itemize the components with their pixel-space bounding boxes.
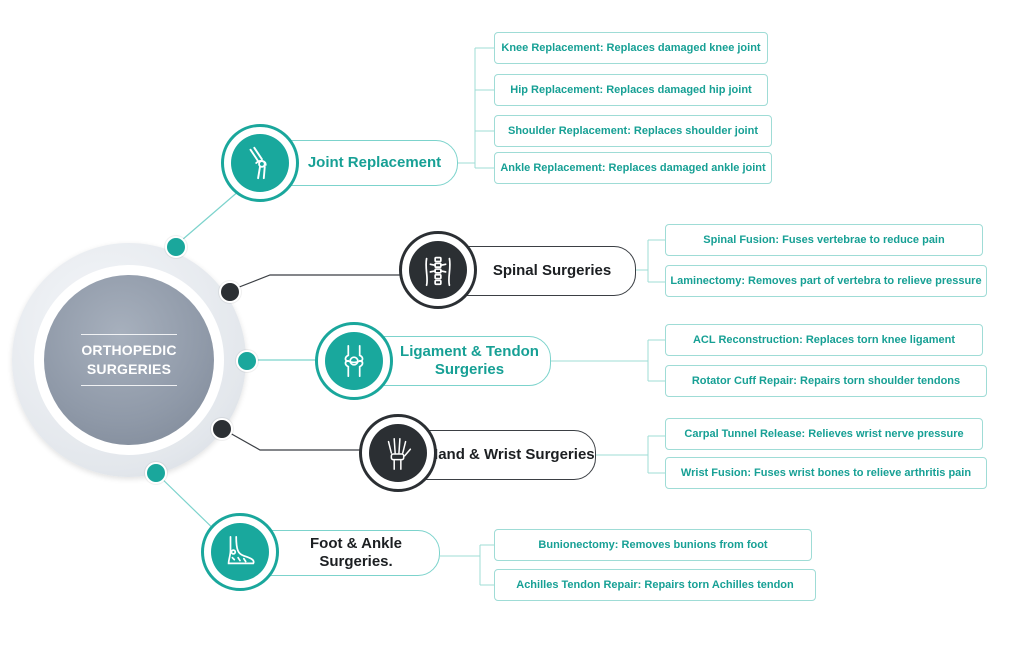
sub-ankle-replacement: Ankle Replacement: Replaces damaged ankl… (494, 152, 772, 184)
hub-core: ORTHOPEDIC SURGERIES (44, 275, 214, 445)
ligament-joint-icon (344, 344, 364, 378)
category-icon-foot (201, 513, 279, 591)
spine-icon (425, 256, 451, 287)
central-hub: ORTHOPEDIC SURGERIES (12, 243, 246, 477)
category-label: Hand & Wrist Surgeries (427, 446, 595, 463)
sub-shoulder-replacement: Shoulder Replacement: Replaces shoulder … (494, 115, 772, 147)
category-icon-ligament (315, 322, 393, 400)
connector-dot-joint (165, 236, 187, 258)
sub-rotator-cuff-repair: Rotator Cuff Repair: Repairs torn should… (665, 365, 987, 397)
foot-bones-icon (227, 535, 255, 565)
sub-acl-reconstruction: ACL Reconstruction: Replaces torn knee l… (665, 324, 983, 356)
category-icon-joint (221, 124, 299, 202)
sub-carpal-tunnel-release: Carpal Tunnel Release: Relieves wrist ne… (665, 418, 983, 450)
category-icon-hand (359, 414, 437, 492)
hub-title-line1: ORTHOPEDIC (81, 342, 177, 358)
category-label: Foot & Ankle Surgeries. (310, 535, 402, 570)
hub-ring: ORTHOPEDIC SURGERIES (34, 265, 224, 455)
sub-hip-replacement: Hip Replacement: Replaces damaged hip jo… (494, 74, 768, 106)
hub-rule-top (81, 334, 177, 335)
sub-laminectomy: Laminectomy: Removes part of vertebra to… (665, 265, 987, 297)
category-label-line1: Ligament & Tendon (400, 343, 539, 360)
hub-title-line2: SURGERIES (86, 361, 172, 377)
connector-dot-spinal (219, 281, 241, 303)
sub-bunionectomy: Bunionectomy: Removes bunions from foot (494, 529, 812, 561)
connector-dot-foot (145, 462, 167, 484)
hand-xray-icon (387, 437, 412, 470)
sub-wrist-fusion: Wrist Fusion: Fuses wrist bones to relie… (665, 457, 987, 489)
sub-spinal-fusion: Spinal Fusion: Fuses vertebrae to reduce… (665, 224, 983, 256)
hub-rule-bottom (81, 385, 177, 386)
knee-joint-icon (249, 146, 267, 180)
connector-dot-hand (211, 418, 233, 440)
category-label-line2: Surgeries (434, 361, 505, 378)
sub-knee-replacement: Knee Replacement: Replaces damaged knee … (494, 32, 768, 64)
connector-dot-ligament (236, 350, 258, 372)
category-label: Spinal Surgeries (492, 262, 612, 279)
sub-achilles-tendon-repair: Achilles Tendon Repair: Repairs torn Ach… (494, 569, 816, 601)
category-icon-spinal (399, 231, 477, 309)
category-label: Joint Replacement (307, 154, 442, 171)
